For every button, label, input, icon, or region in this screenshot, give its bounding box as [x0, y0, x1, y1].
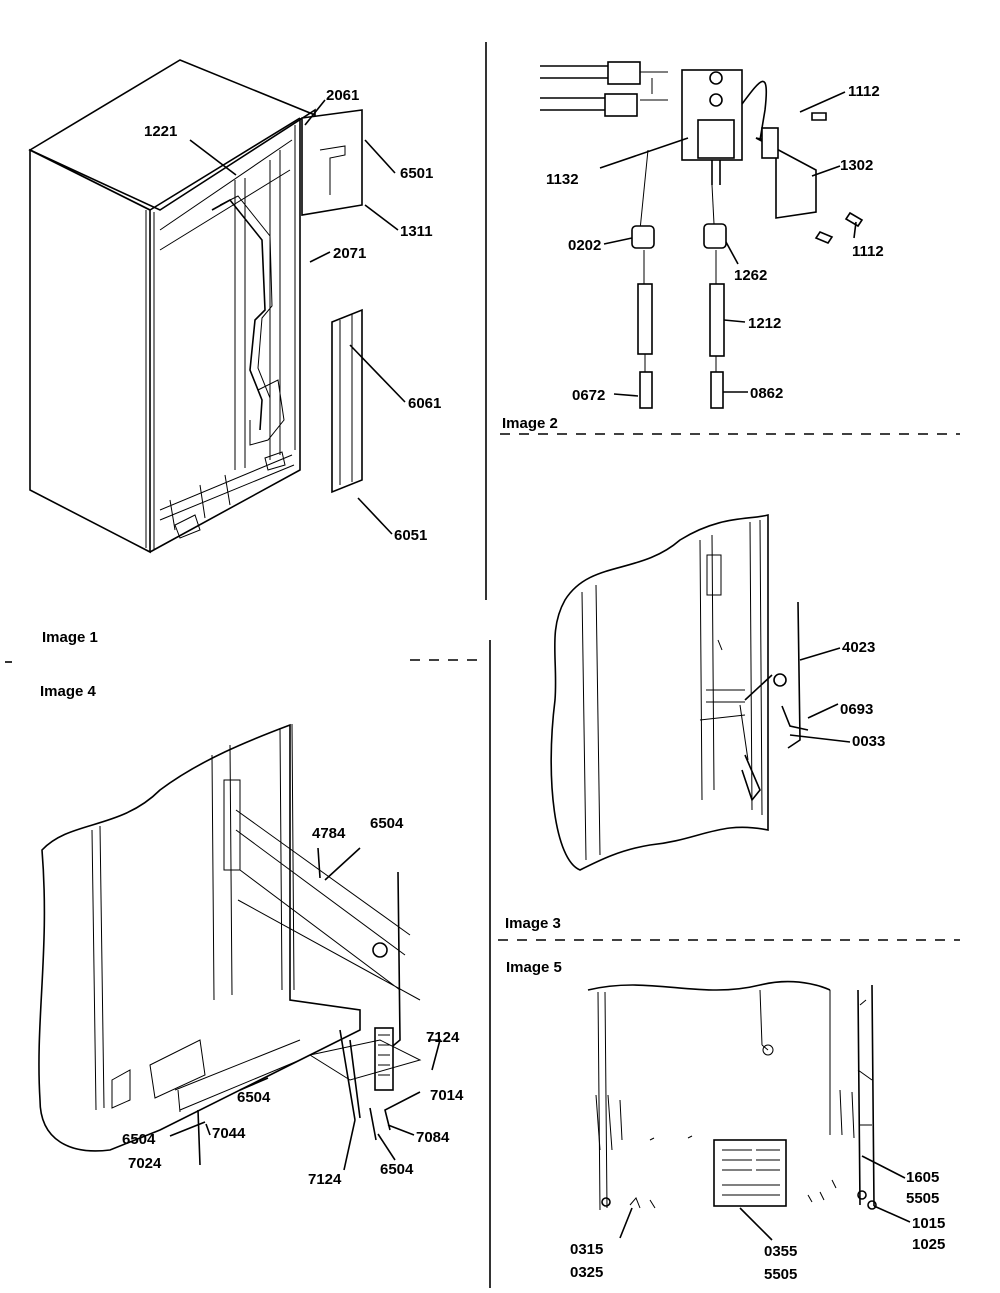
part-label: 1112	[852, 243, 884, 260]
part-label: 1112	[848, 83, 880, 100]
part-label: 7014	[430, 1087, 464, 1104]
part-label: 6504	[370, 815, 404, 832]
part-label: 6504	[122, 1131, 156, 1148]
part-label: 5505	[764, 1266, 797, 1283]
part-label: 0672	[572, 387, 605, 404]
part-label: 5505	[906, 1190, 939, 1207]
part-label: 1212	[748, 315, 781, 332]
image-4-drawing	[38, 723, 442, 1171]
image-4-part-labels: 4784 6504 7124 7014 6504 7044 6504 7084 …	[122, 815, 464, 1188]
part-label: 7084	[416, 1129, 450, 1146]
part-label: 1132	[546, 171, 579, 188]
part-label: 0355	[764, 1243, 797, 1260]
part-label: 1025	[912, 1236, 945, 1253]
part-label: 0202	[568, 237, 601, 254]
part-label: 1262	[734, 267, 767, 284]
part-label: 2071	[333, 245, 366, 262]
part-label: 6061	[408, 395, 441, 412]
image-3-caption: Image 3	[505, 915, 561, 932]
part-label: 0325	[570, 1264, 603, 1281]
part-label: 0862	[750, 385, 783, 402]
part-label: 6504	[380, 1161, 414, 1178]
image-1-part-labels: 2061 1221 6501 1311 2071 6061 6051	[144, 87, 441, 544]
image-1-caption: Image 1	[42, 629, 98, 646]
image-3-drawing	[550, 513, 851, 871]
image-5-caption: Image 5	[506, 959, 562, 976]
image-3-part-labels: 4023 0693 0033	[840, 639, 885, 750]
image-4-caption: Image 4	[40, 683, 97, 700]
part-label: 4784	[312, 825, 346, 842]
image-2-valve-drawing	[540, 61, 864, 409]
image-5-part-labels: 1605 5505 1015 1025 0315 0325 0355 5505	[570, 1169, 945, 1283]
part-label: 1311	[400, 223, 433, 240]
image-1-cabinet-drawing	[28, 59, 406, 554]
part-label: 0033	[852, 733, 885, 750]
part-label: 0693	[840, 701, 873, 718]
part-label: 1015	[912, 1215, 945, 1232]
part-label: 7044	[212, 1125, 246, 1142]
part-label: 1605	[906, 1169, 939, 1186]
part-label: 1221	[144, 123, 177, 140]
part-label: 6051	[394, 527, 427, 544]
part-label: 2061	[326, 87, 359, 104]
image-5-drawing	[587, 980, 911, 1241]
part-label: 1302	[840, 157, 873, 174]
part-label: 7024	[128, 1155, 162, 1172]
part-label: 7124	[308, 1171, 342, 1188]
part-label: 6501	[400, 165, 433, 182]
part-label: 4023	[842, 639, 875, 656]
part-label: 7124	[426, 1029, 460, 1046]
panel-dividers	[5, 42, 960, 1288]
image-2-caption: Image 2	[502, 415, 558, 432]
part-label: 0315	[570, 1241, 603, 1258]
image-2-part-labels: 1112 1132 1302 1112 0202 1262 1212 0672 …	[546, 83, 884, 404]
part-label: 6504	[237, 1089, 271, 1106]
